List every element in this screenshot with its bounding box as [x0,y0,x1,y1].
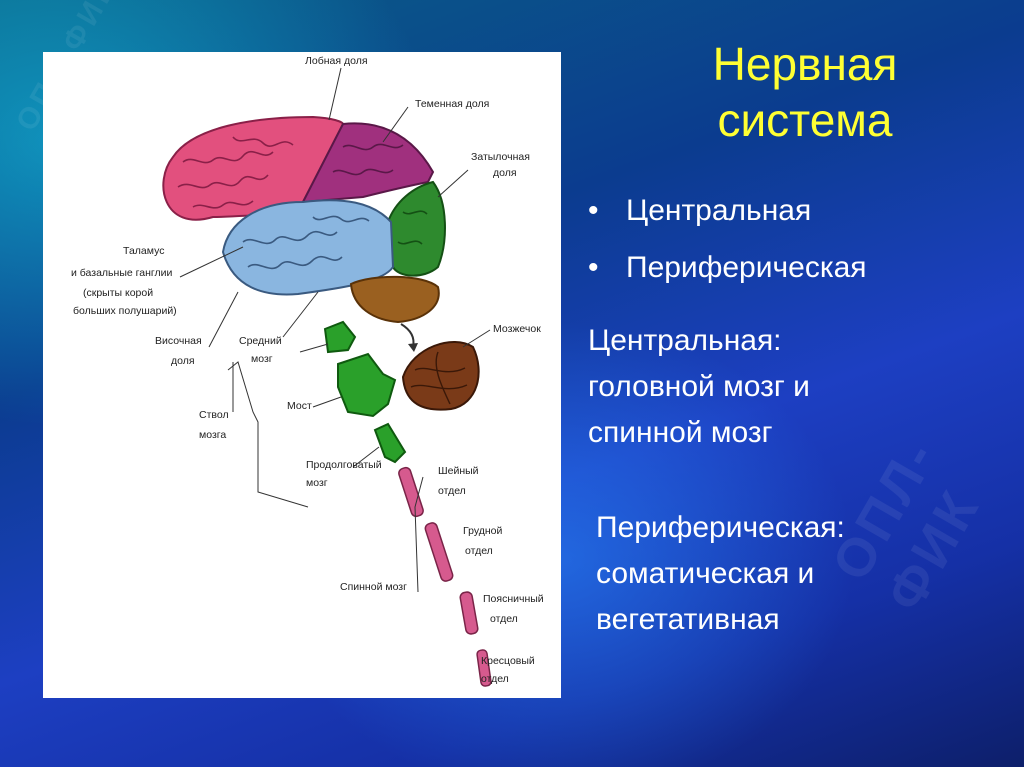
arrow-head [408,343,418,352]
label-temporal-2: доля [171,355,195,367]
label-cervical-1: Шейный [438,465,479,477]
title-line: система [717,94,893,146]
label-thalamus-3: (скрыты корой [83,287,153,299]
thoracic-segment [424,522,454,582]
central-description: Центральная: головной мозг и спинной моз… [588,318,810,456]
label-midbrain-2: мозг [251,353,273,365]
label-sacral-1: Кресцовый [481,655,535,667]
sacral-segment [476,649,492,687]
label-thoracic-1: Грудной [463,525,502,537]
label-cervical-2: отдел [438,485,466,497]
label-thalamus-1: Таламус [123,245,164,257]
text-line: Центральная: [588,324,782,357]
label-stem-1: Ствол [199,409,229,421]
label-sacral-2: отдел [481,673,509,685]
label-lumbar-2: отдел [490,613,518,625]
diencephalon-piece [349,275,440,324]
occipital-lobe [386,180,446,277]
label-frontal: Лобная доля [305,55,368,67]
cerebellum-piece [401,341,480,411]
label-temporal-1: Височная [155,335,202,347]
label-spinal: Спинной мозг [340,581,407,593]
midbrain-piece [323,320,357,354]
temporal-lobe [221,199,395,296]
parietal-gyri [332,143,404,176]
label-stem-2: мозга [199,429,226,441]
label-thalamus-2: и базальные ганглии [71,267,172,279]
curve-arrow [400,323,415,348]
label-medulla-1: Продолговатый [306,459,382,471]
title-line: Нервная [712,38,898,90]
label-thoracic-2: отдел [465,545,493,557]
brain-diagram-panel: Лобная доля Теменная доля Затылочная дол… [43,52,561,698]
label-pons: Мост [287,400,312,412]
bullet-text: Периферическая [626,251,867,284]
bullet-text: Центральная [626,194,812,227]
spinal-cord-segments [398,466,492,687]
label-lumbar-1: Поясничный [483,593,544,605]
label-medulla-2: мозг [306,477,328,489]
watermark: ОПЛ-ФИК [820,428,992,622]
label-occipital-1: Затылочная [471,151,530,163]
medulla-piece [373,422,407,464]
text-line: головной мозг и [588,370,810,403]
leader-lines [179,67,491,593]
temporal-gyri [242,215,370,270]
parietal-lobe [301,122,435,204]
peripheral-description: Периферическая: соматическая и вегетатив… [596,505,845,643]
label-cerebellum: Мозжечок [493,323,541,335]
text-line: Периферическая: [596,511,845,544]
label-occipital-2: доля [493,167,517,179]
occipital-gyri [397,210,428,245]
text-line: соматическая и [596,557,815,590]
pons-piece [337,352,397,418]
label-parietal: Теменная доля [415,98,489,110]
cerebellum-folds [410,351,468,405]
bullet-item: • Центральная [588,188,867,245]
label-midbrain-1: Средний [239,335,282,347]
text-line: вегетативная [596,603,780,636]
bullet-item: • Периферическая [588,245,867,302]
text-line: спинной мозг [588,416,773,449]
lumbar-segment [459,591,479,635]
frontal-gyri [177,136,294,209]
bullet-list: • Центральная • Периферическая [588,188,867,302]
cervical-segment [398,466,424,518]
brain-diagram: Лобная доля Теменная доля Затылочная дол… [71,55,544,687]
label-thalamus-4: больших полушарий) [73,305,177,317]
bullet-icon: • [588,251,599,284]
bullet-icon: • [588,194,599,227]
slide-title: Нервная система [640,36,970,148]
